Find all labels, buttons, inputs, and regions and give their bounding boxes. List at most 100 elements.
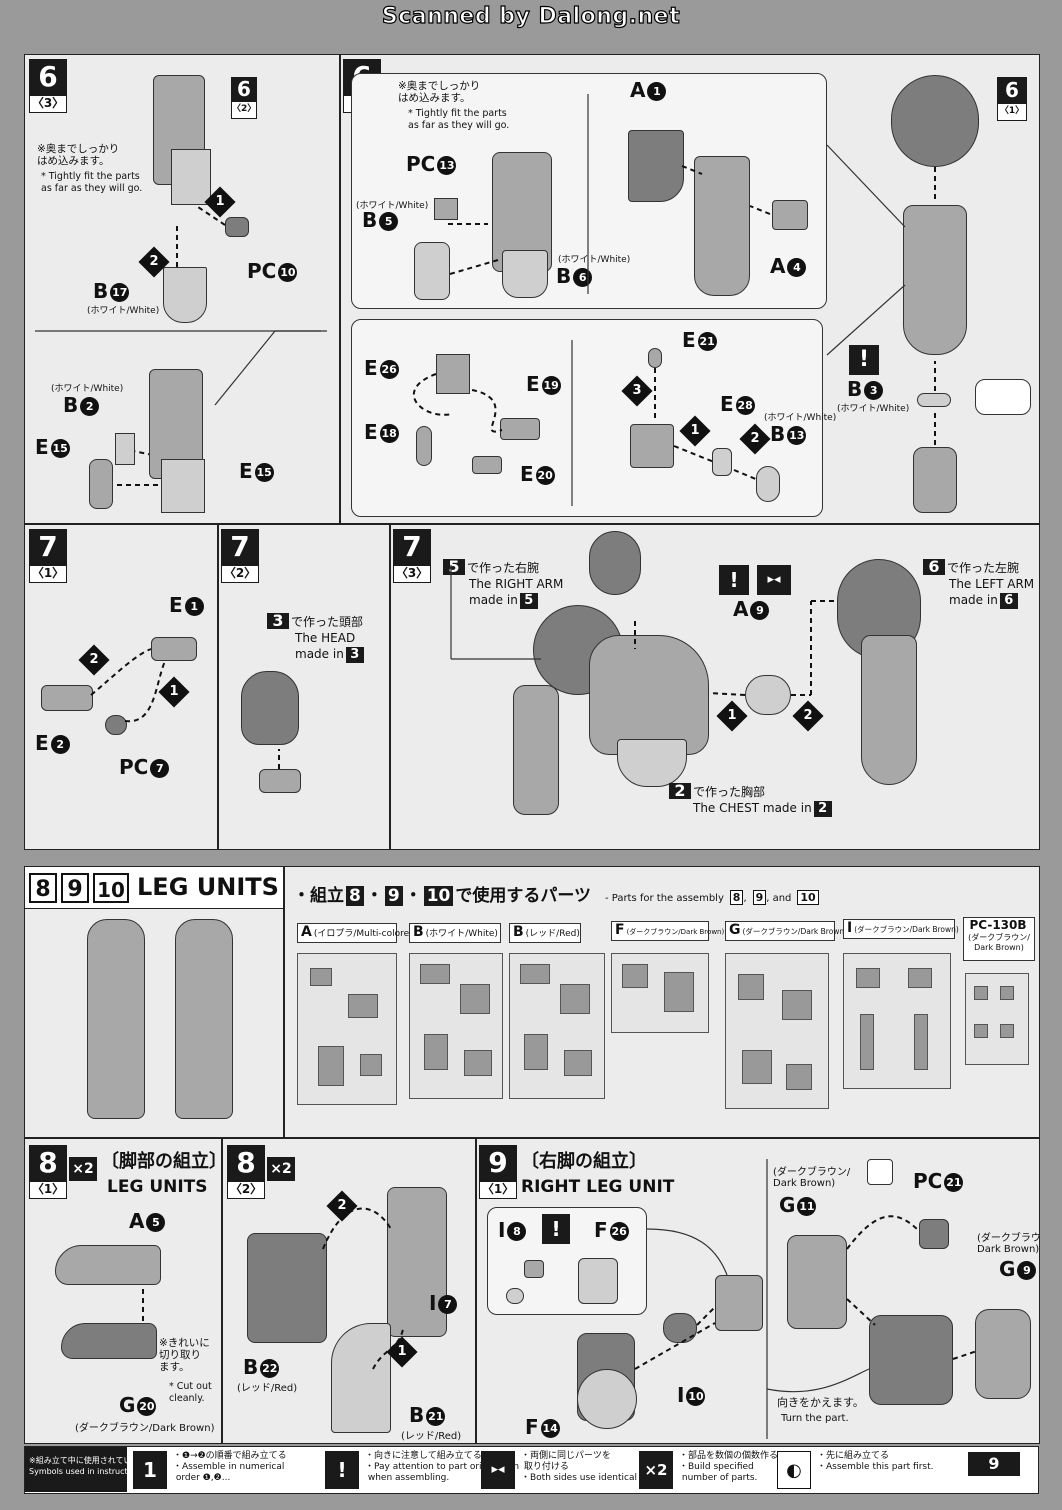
leg-preview-front — [87, 919, 145, 1119]
cut-note-jp: ※きれいに 切り取り ます。 — [159, 1337, 210, 1373]
shoulder-armor-part — [891, 75, 979, 167]
step-9-1-lines — [634, 1159, 978, 1439]
b21-part — [331, 1323, 391, 1433]
a5-part — [55, 1245, 161, 1285]
caution-icon: ! — [542, 1214, 570, 1244]
multiply-icon: ×2 — [69, 1157, 97, 1181]
elbow-part — [694, 156, 750, 296]
neck-part — [259, 769, 301, 793]
pc7-part — [105, 715, 127, 735]
runner-i — [843, 953, 951, 1089]
e21-part — [648, 348, 662, 368]
g9-part — [975, 1309, 1031, 1399]
leg-units-title: LEG UNITS — [137, 873, 279, 901]
title-step-10: 10 — [93, 873, 129, 903]
fit-note-jp: ※奥までしっかり はめ込みます。 — [398, 80, 481, 104]
step-sub: 〈3〉 — [393, 565, 431, 583]
part-color-b5: (ホワイト/White) — [356, 201, 429, 211]
step-sub: 〈2〉 — [221, 565, 259, 583]
symbols-legend: ※組み立て中に使用されているアイコン Symbols used in instr… — [24, 1446, 1039, 1494]
turn-note-jp: 向きをかえます。 — [777, 1396, 864, 1409]
step-8-2-lines — [322, 1207, 404, 1370]
step-6-1-lines — [826, 144, 936, 445]
multiply-icon: ×2 — [267, 1157, 295, 1181]
assemble-first-icon — [867, 1159, 893, 1185]
step-6-3-panel: 6 〈3〉 6 〈2〉 ※奥までしっかり はめ込みます。 * Tightly f… — [24, 54, 340, 524]
runner-label-b-red: B(レッド/Red) — [509, 923, 581, 943]
runner-label-pc: PC-130B(ダークブラウン/ Dark Brown) — [963, 917, 1035, 961]
head-assembled — [589, 531, 641, 595]
step-7-3-lines — [450, 565, 837, 696]
e2-part — [41, 685, 93, 711]
legend-header: ※組み立て中に使用されているアイコン Symbols used in instr… — [25, 1447, 171, 1492]
hand-assembly — [630, 424, 674, 468]
g11-part — [787, 1235, 847, 1329]
step-sub: 〈1〉 — [479, 1181, 517, 1199]
fit-note-en: * Tightly fit the parts as far as they w… — [41, 171, 143, 194]
step-8-1-lines — [142, 1289, 144, 1321]
i10-part — [663, 1313, 697, 1343]
f26-part — [578, 1258, 618, 1304]
pc10-part — [225, 217, 249, 237]
hand-part — [913, 447, 957, 513]
title-step-8: 8 — [29, 873, 57, 903]
part-color-b13: (ホワイト/White) — [764, 413, 837, 423]
step-number: 9 — [479, 1145, 517, 1181]
leg-frame-part — [387, 1187, 447, 1337]
part-color-b17: (ホワイト/White) — [87, 306, 160, 316]
i8-detail — [506, 1288, 524, 1304]
ref-step-6-number: 6 — [997, 77, 1027, 103]
leg-units-title-bar: 8 9 10 LEG UNITS — [25, 867, 283, 909]
legend-item-order: ・❶→❷の順番で組み立てる・Assemble in numerical orde… — [173, 1451, 287, 1483]
ref-step-sub: 〈2〉 — [231, 101, 257, 119]
head-part — [241, 671, 299, 745]
step-number: 7 — [221, 529, 259, 565]
step-6-4-panel: 6 〈4〉 ※奥までしっかり はめ込みます。 * Tightly fit the… — [340, 54, 1040, 524]
knee-part — [715, 1275, 763, 1331]
cut-note-en: * Cut out cleanly. — [169, 1381, 212, 1404]
part-color-g20: (ダークブラウン/Dark Brown) — [75, 1423, 215, 1434]
runner-label-i: I(ダークブラウン/Dark Brown) — [843, 919, 959, 939]
e20-part — [472, 456, 502, 474]
runner-b-red — [509, 953, 605, 1099]
part-color-b3: (ホワイト/White) — [837, 404, 910, 414]
pc13-part — [434, 198, 458, 220]
leg-units-overview: 8 9 10 LEG UNITS — [24, 866, 284, 1138]
step-title-en: RIGHT LEG UNIT — [521, 1177, 675, 1197]
step-sub: 〈1〉 — [29, 565, 67, 583]
runner-a — [297, 953, 397, 1105]
b5-part — [414, 242, 450, 300]
step-7-2-lines — [278, 749, 280, 769]
step-title-en: LEG UNITS — [107, 1177, 208, 1197]
runner-label-a: A(イロプラ/Multi-colored) — [297, 923, 418, 943]
page-number: 9 — [968, 1452, 1020, 1476]
